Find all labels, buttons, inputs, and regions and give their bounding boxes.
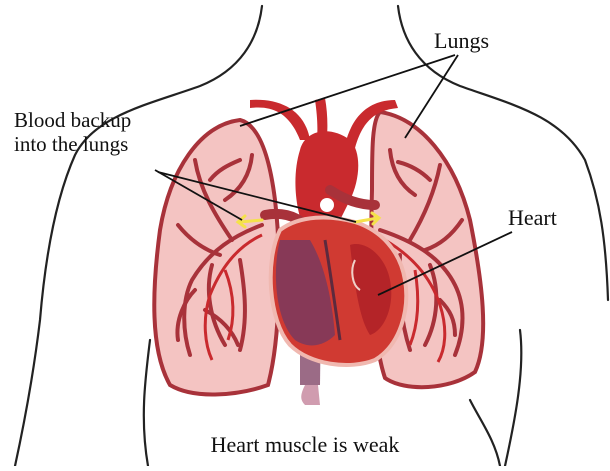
lungs-label: Lungs — [434, 28, 489, 53]
blood-backup-label: Blood backup into the lungs — [14, 108, 131, 156]
blood-backup-line2: into the lungs — [14, 132, 131, 156]
blood-backup-line1: Blood backup — [14, 108, 131, 132]
caption: Heart muscle is weak — [0, 432, 610, 457]
left-lung — [154, 120, 279, 394]
heart-label: Heart — [508, 205, 557, 230]
